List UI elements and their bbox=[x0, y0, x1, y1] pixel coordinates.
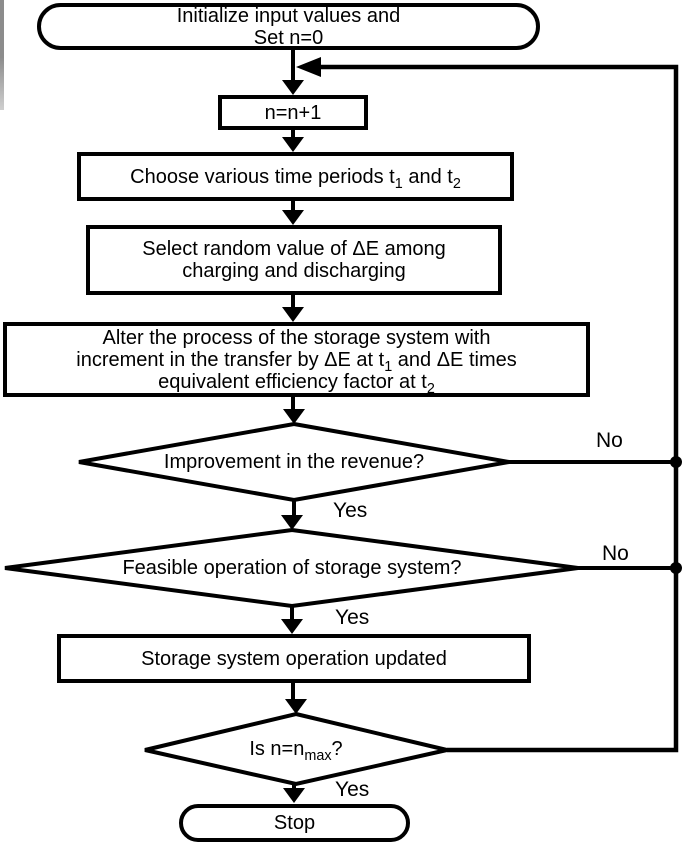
stop-terminal-label: Stop bbox=[273, 812, 316, 834]
decision3-post: ? bbox=[331, 738, 343, 760]
step4-line3-pre: equivalent efficiency factor at t bbox=[158, 370, 427, 393]
process-increment-n: n=n+1 bbox=[218, 95, 368, 130]
decision2-no-label: No bbox=[602, 542, 629, 565]
decision1-diamond bbox=[78, 421, 510, 503]
arrowhead-into-step4 bbox=[282, 307, 304, 322]
process-alter-storage-line1: Alter the process of the storage system … bbox=[102, 326, 491, 349]
decision2-yes-label: Yes bbox=[335, 606, 370, 629]
decision1-no-label: No bbox=[596, 429, 623, 452]
step4-line2-mid: and ΔE times bbox=[392, 348, 517, 371]
decision1-yes-label: Yes bbox=[333, 499, 368, 522]
arrowhead-into-decision3 bbox=[285, 699, 307, 714]
start-terminal: Initialize input values and Set n=0 bbox=[37, 3, 540, 50]
left-edge-artifact bbox=[0, 0, 4, 110]
process-select-random-value-line2: charging and discharging bbox=[182, 260, 406, 282]
step2-sub2: 2 bbox=[452, 175, 461, 192]
decision3-diamond bbox=[144, 711, 448, 787]
decision2-diamond bbox=[4, 527, 579, 609]
start-terminal-line1: Initialize input values and bbox=[176, 4, 401, 27]
arrowhead-into-step5 bbox=[281, 619, 303, 634]
arrowhead-loop-merge bbox=[296, 57, 321, 77]
stop-terminal: Stop bbox=[179, 804, 410, 842]
step2-mid: and t bbox=[402, 165, 453, 188]
arrowhead-into-stop bbox=[283, 788, 305, 803]
step2-text: Choose various time periods t bbox=[130, 165, 395, 188]
process-choose-time-periods-label: Choose various time periods t1 and t2 bbox=[130, 165, 461, 191]
arrowhead-into-step2 bbox=[282, 137, 304, 152]
process-choose-time-periods: Choose various time periods t1 and t2 bbox=[77, 152, 514, 201]
start-terminal-line2: Set n=0 bbox=[253, 26, 324, 49]
decision2-label: Feasible operation of storage system? bbox=[122, 557, 462, 579]
arrowhead-into-decision1 bbox=[283, 409, 305, 424]
junction-dot-decision2-no bbox=[670, 562, 682, 574]
edge-loop-back bbox=[320, 64, 679, 753]
junction-dot-decision1-no bbox=[670, 456, 682, 468]
process-storage-updated: Storage system operation updated bbox=[57, 634, 531, 683]
arrowhead-into-decision2 bbox=[281, 515, 303, 530]
step4-line3-sub: 2 bbox=[426, 380, 435, 397]
arrowhead-into-step3 bbox=[282, 210, 304, 225]
decision3-sub: max bbox=[304, 748, 332, 764]
process-alter-storage-line3: equivalent efficiency factor at t2 bbox=[158, 370, 435, 396]
step4-line2-pre: increment in the transfer by ΔE at t bbox=[76, 348, 385, 371]
process-storage-updated-label: Storage system operation updated bbox=[141, 647, 447, 670]
step2-sub1: 1 bbox=[394, 175, 403, 192]
decision3-yes-label: Yes bbox=[335, 778, 370, 801]
decision1-label: Improvement in the revenue? bbox=[163, 451, 425, 473]
process-alter-storage-line2: increment in the transfer by ΔE at t1 an… bbox=[76, 348, 517, 374]
process-alter-storage: Alter the process of the storage system … bbox=[3, 322, 590, 397]
process-select-random-value: Select random value of ΔE among charging… bbox=[86, 225, 502, 295]
arrowhead-into-step1 bbox=[282, 80, 304, 95]
process-select-random-value-line1: Select random value of ΔE among bbox=[142, 238, 446, 260]
step4-line2-sub: 1 bbox=[384, 358, 393, 375]
decision3-label: Is n=nmax? bbox=[146, 737, 446, 764]
decision3-pre: Is n=n bbox=[249, 738, 305, 760]
process-increment-n-label: n=n+1 bbox=[264, 101, 322, 124]
